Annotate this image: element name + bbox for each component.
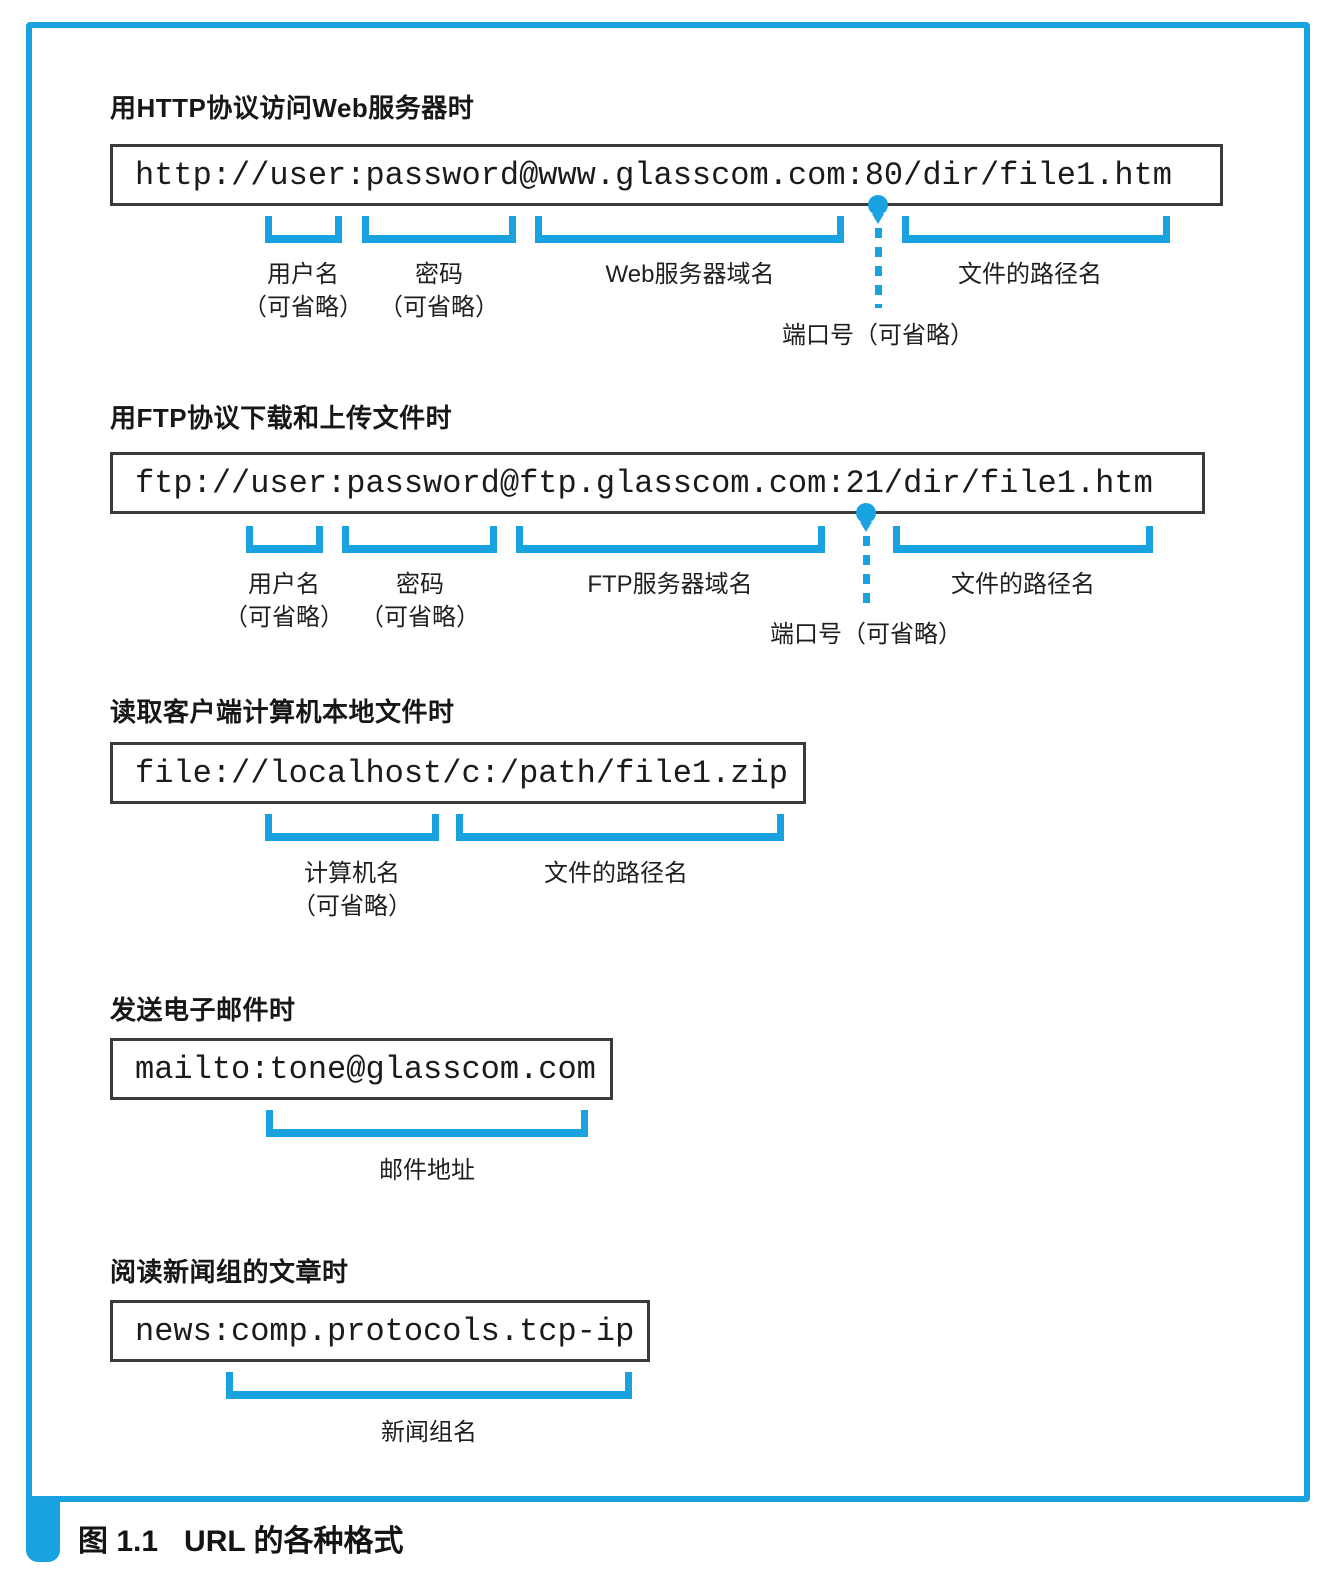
label-file-computer-note: （可省略）: [292, 893, 412, 920]
label-news-group: 新闻组名: [381, 1419, 477, 1446]
bracket-news-group: [226, 1372, 632, 1399]
section-heading-ftp: 用FTP协议下载和上传文件时: [110, 403, 453, 433]
label-file-computer: 计算机名: [304, 860, 400, 887]
port-pin-icon-http: [868, 195, 888, 215]
label-http-port: 端口号（可省略）: [782, 322, 974, 349]
bracket-ftp-password: [342, 526, 497, 553]
label-ftp-password: 密码: [396, 571, 444, 598]
label-ftp-domain: FTP服务器域名: [587, 571, 753, 598]
url-box-news: news:comp.protocols.tcp-ip: [110, 1300, 650, 1362]
bracket-http-domain: [535, 216, 844, 243]
port-dashed-line-http: [875, 228, 882, 308]
label-http-password-note: （可省略）: [379, 294, 499, 321]
label-mailto-address: 邮件地址: [379, 1157, 475, 1184]
url-text-http: http://user:password@www.glasscom.com:80…: [135, 156, 1172, 194]
bracket-mailto-address: [266, 1110, 588, 1137]
port-pin-tail-ftp: [860, 522, 872, 532]
label-ftp-path: 文件的路径名: [951, 571, 1095, 598]
label-ftp-password-note: （可省略）: [360, 604, 480, 631]
bracket-ftp-username: [246, 526, 323, 553]
url-box-http: http://user:password@www.glasscom.com:80…: [110, 144, 1223, 206]
section-heading-news: 阅读新闻组的文章时: [110, 1257, 349, 1287]
bracket-file-path: [456, 814, 784, 841]
bracket-ftp-path: [893, 526, 1153, 553]
bracket-http-password: [362, 216, 516, 243]
url-text-file: file://localhost/c:/path/file1.zip: [135, 754, 788, 792]
caption-accent-tab: [26, 1496, 60, 1562]
label-http-username: 用户名: [267, 261, 339, 288]
label-ftp-port: 端口号（可省略）: [770, 621, 962, 648]
section-heading-mailto: 发送电子邮件时: [110, 995, 296, 1025]
label-ftp-username-note: （可省略）: [224, 604, 344, 631]
label-http-path: 文件的路径名: [958, 261, 1102, 288]
url-box-mailto: mailto:tone@glasscom.com: [110, 1038, 613, 1100]
label-ftp-username: 用户名: [248, 571, 320, 598]
figure-caption: 图 1.1 URL 的各种格式: [78, 1516, 404, 1560]
url-text-mailto: mailto:tone@glasscom.com: [135, 1050, 596, 1088]
bracket-http-username: [265, 216, 342, 243]
figure-title: URL 的各种格式: [184, 1525, 404, 1558]
port-dashed-line-ftp: [863, 536, 870, 608]
port-pin-tail-http: [872, 214, 884, 224]
section-heading-http: 用HTTP协议访问Web服务器时: [110, 93, 475, 123]
url-box-file: file://localhost/c:/path/file1.zip: [110, 742, 806, 804]
bracket-http-path: [902, 216, 1170, 243]
label-http-password: 密码: [415, 261, 463, 288]
section-heading-file: 读取客户端计算机本地文件时: [110, 697, 455, 727]
label-http-domain: Web服务器域名: [605, 261, 775, 288]
figure-number: 图 1.1: [78, 1525, 159, 1558]
port-pin-icon-ftp: [856, 503, 876, 523]
label-file-path: 文件的路径名: [544, 860, 688, 887]
url-box-ftp: ftp://user:password@ftp.glasscom.com:21/…: [110, 452, 1205, 514]
bracket-ftp-domain: [516, 526, 825, 553]
label-http-username-note: （可省略）: [243, 294, 363, 321]
bracket-file-computer: [265, 814, 439, 841]
url-text-news: news:comp.protocols.tcp-ip: [135, 1312, 635, 1350]
url-text-ftp: ftp://user:password@ftp.glasscom.com:21/…: [135, 464, 1153, 502]
